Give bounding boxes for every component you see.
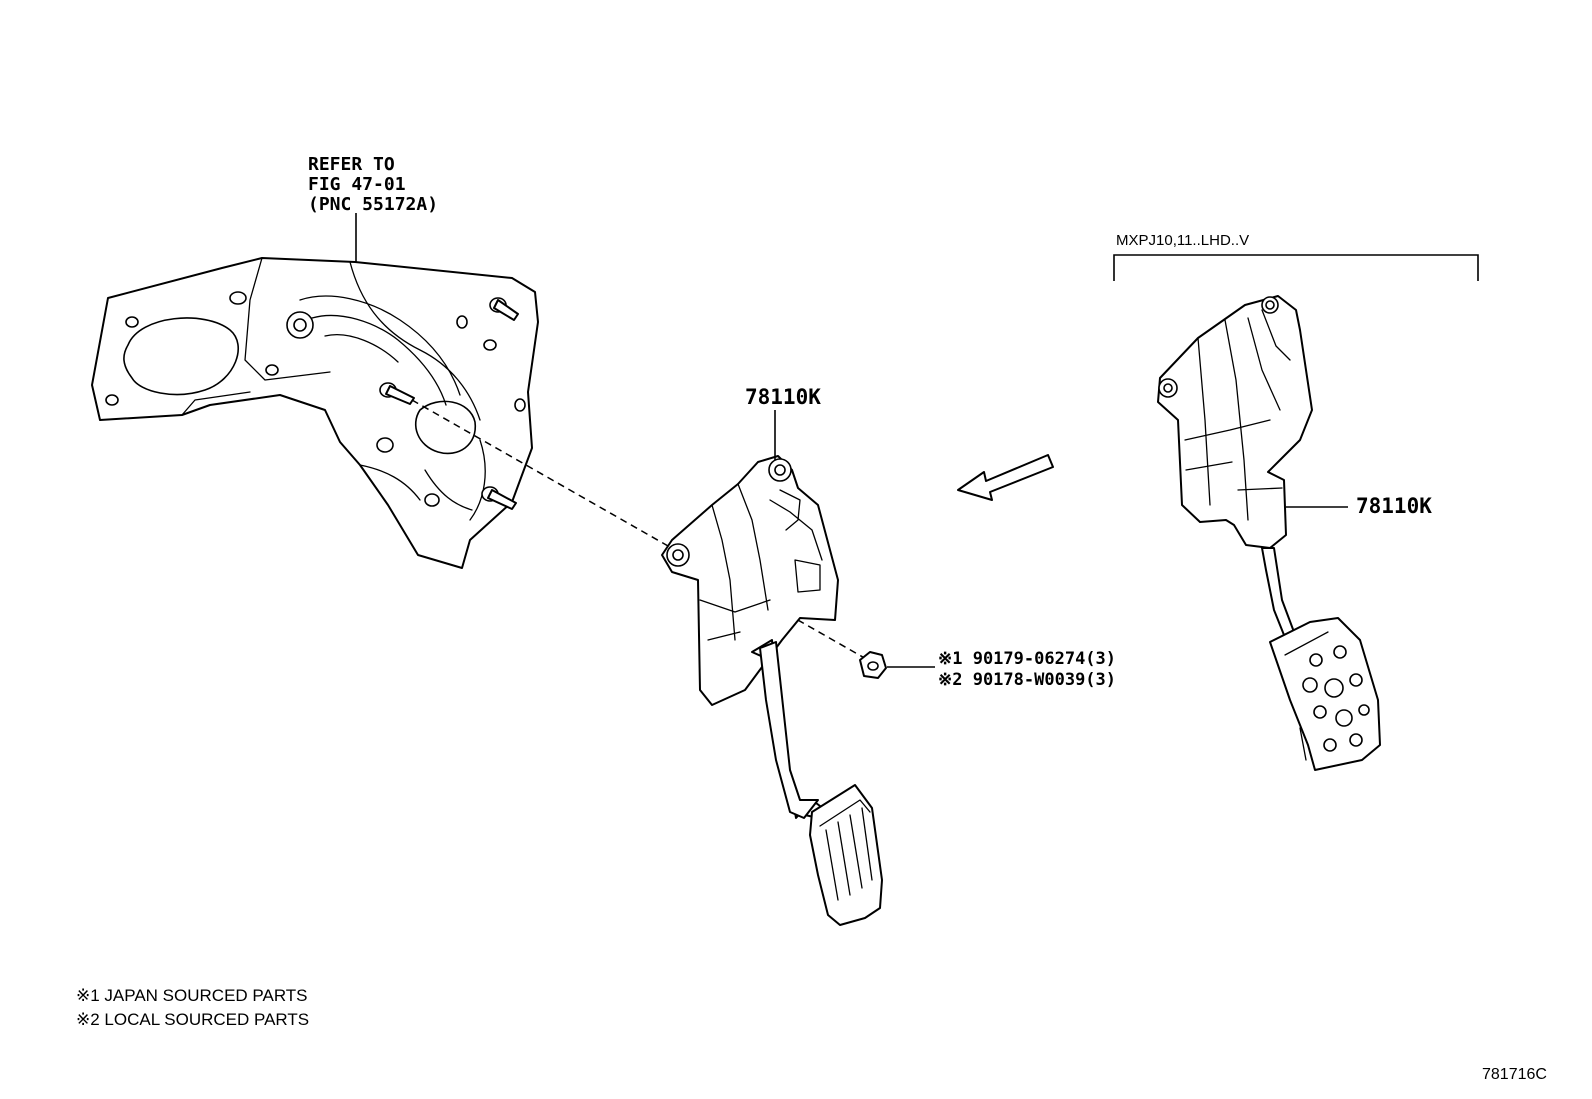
legend-note-1: ※1 JAPAN SOURCED PARTS (76, 986, 308, 1005)
part-number-pedal-left: 78110K (745, 385, 821, 409)
stud-middle (379, 382, 415, 405)
nut-part-number-2: ※2 90178-W0039(3) (938, 670, 1116, 690)
direction-arrow (957, 454, 1054, 501)
refer-label-line3: (PNC 55172A) (308, 194, 438, 215)
variant-range-bracket (1113, 254, 1479, 281)
refer-label-line2: FIG 47-01 (308, 174, 406, 195)
accelerator-pedal-drawing (661, 455, 883, 926)
nut-drawing (859, 651, 887, 679)
variant-pedal-drawing (1157, 295, 1381, 771)
pedal-bracket-drawing (91, 257, 539, 569)
nut-part-number-1: ※1 90179-06274(3) (938, 649, 1116, 669)
stud-upper (489, 297, 519, 321)
part-number-pedal-right: 78110K (1356, 494, 1432, 518)
figure-code: 781716C (1482, 1066, 1547, 1083)
refer-label-line1: REFER TO (308, 154, 395, 175)
stud-lower (481, 486, 517, 510)
variant-label: MXPJ10,11..LHD..V (1116, 232, 1249, 249)
legend-note-2: ※2 LOCAL SOURCED PARTS (76, 1010, 309, 1029)
